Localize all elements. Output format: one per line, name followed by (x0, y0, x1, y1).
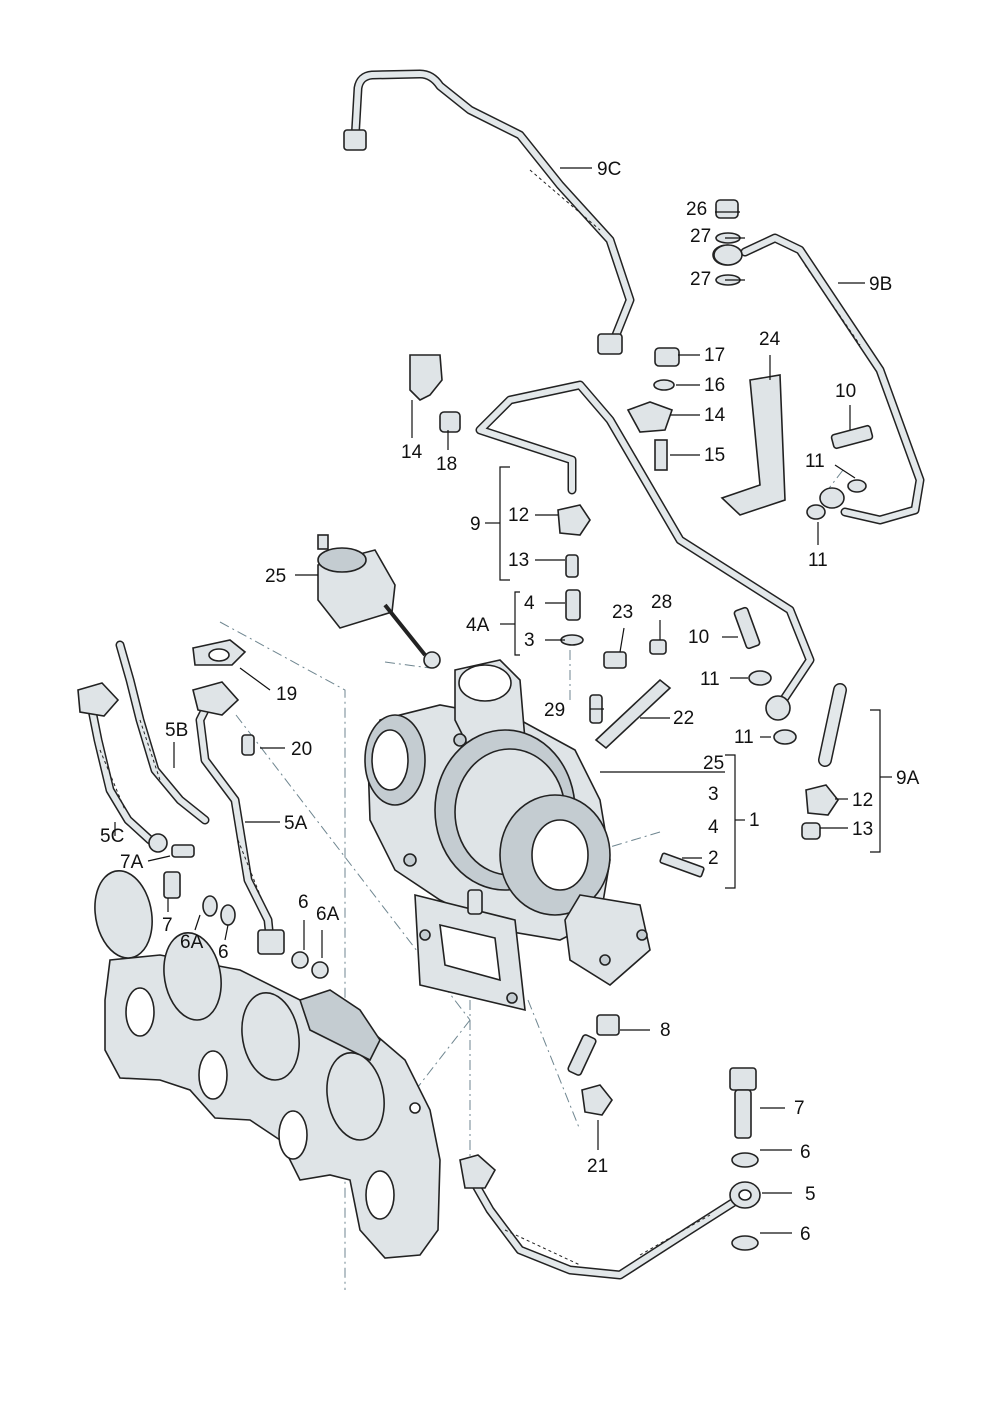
callout-9A: 9A (896, 768, 920, 789)
callout-4-assembly: 4 (708, 817, 719, 838)
callout-14-right: 14 (704, 405, 726, 426)
callout-9: 9 (470, 514, 481, 535)
callout-10-lower: 10 (688, 627, 709, 648)
callout-5C: 5C (100, 826, 124, 847)
oil-lines-5 (77, 640, 285, 955)
oil-line-5-bottom (459, 1154, 761, 1280)
callout-labels: 9C 26 27 27 9B 24 17 16 14 15 10 11 11 1… (100, 159, 920, 1245)
callout-12-lower: 12 (852, 790, 873, 811)
exhaust-manifold (94, 869, 441, 1259)
callout-29: 29 (544, 700, 565, 721)
callout-11-lower-a: 11 (700, 669, 720, 690)
callout-10-upper: 10 (835, 381, 856, 402)
callout-9C: 9C (597, 159, 621, 180)
callout-13-upper: 13 (508, 550, 529, 571)
callout-6-bottom-lower: 6 (800, 1224, 811, 1245)
callout-19: 19 (276, 684, 297, 705)
callout-6-bottom-upper: 6 (800, 1142, 811, 1163)
callout-21: 21 (587, 1156, 608, 1177)
hardware (163, 199, 874, 1251)
callout-28: 28 (651, 592, 672, 613)
callout-5: 5 (805, 1184, 816, 1205)
callout-25-assembly: 25 (703, 753, 724, 774)
callout-25-actuator: 25 (265, 566, 286, 587)
callout-11-mid: 11 (808, 550, 828, 571)
callout-11-upper: 11 (805, 451, 825, 472)
callout-15: 15 (704, 445, 725, 466)
callout-26: 26 (686, 199, 707, 220)
callout-22: 22 (673, 708, 694, 729)
leader-lines (114, 167, 892, 1234)
oil-line-9C (343, 69, 635, 355)
callout-12-upper: 12 (508, 505, 529, 526)
callout-20: 20 (291, 739, 312, 760)
callout-17: 17 (704, 345, 725, 366)
callout-16: 16 (704, 375, 725, 396)
callout-23: 23 (612, 602, 633, 623)
callout-5B: 5B (165, 720, 188, 741)
callout-7-left: 7 (162, 915, 173, 936)
callout-18: 18 (436, 454, 457, 475)
callout-14-left: 14 (401, 442, 423, 463)
callout-9B: 9B (869, 274, 892, 295)
turbocharger (364, 659, 651, 1012)
callout-6-left: 6 (218, 942, 229, 963)
callout-7-right: 7 (794, 1098, 805, 1119)
callout-27-upper: 27 (690, 226, 711, 247)
callout-2: 2 (708, 848, 719, 869)
callout-8: 8 (660, 1020, 671, 1041)
callout-3-assembly: 3 (708, 784, 719, 805)
callout-3-upper: 3 (524, 630, 535, 651)
oil-line-9 (475, 380, 815, 721)
callout-6-right: 6 (298, 892, 309, 913)
callout-13-lower: 13 (852, 819, 873, 840)
wastegate-actuator (317, 534, 441, 669)
callout-1: 1 (749, 810, 760, 831)
callout-7A: 7A (120, 852, 144, 873)
callout-4-upper: 4 (524, 593, 535, 614)
callout-6A-left: 6A (180, 932, 204, 953)
callout-6A-right: 6A (316, 904, 340, 925)
callout-11-lower-b: 11 (734, 727, 754, 748)
callout-27-lower: 27 (690, 269, 711, 290)
callout-4A: 4A (466, 615, 490, 636)
callout-5A: 5A (284, 813, 308, 834)
callout-24: 24 (759, 329, 781, 350)
